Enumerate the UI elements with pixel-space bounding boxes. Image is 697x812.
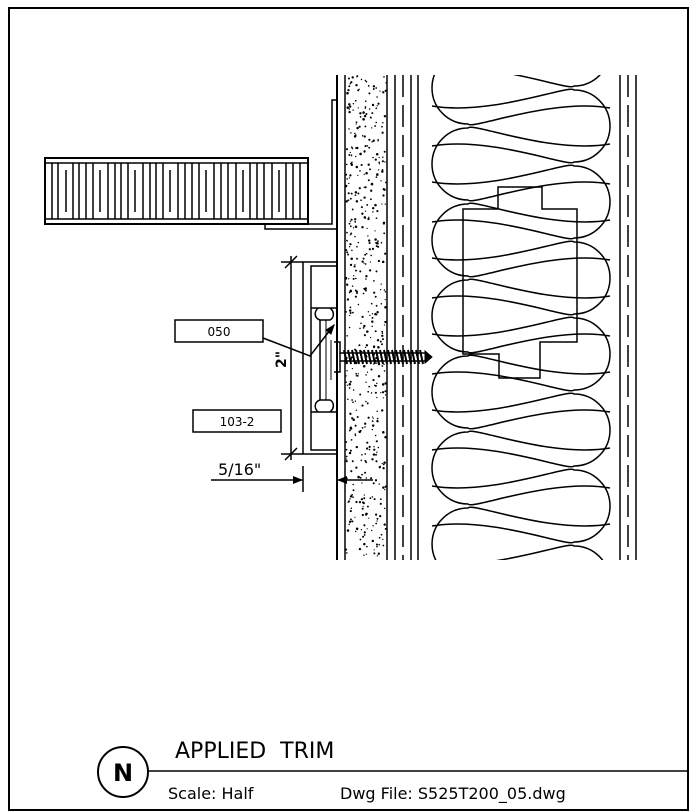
- scale-label: Scale: Half: [168, 784, 254, 803]
- screw-fastener: [334, 341, 433, 373]
- dimension-offset: [211, 466, 373, 492]
- callout-103-2-label: 103-2: [220, 415, 255, 429]
- angle-bracket: [264, 99, 338, 230]
- title-block: N APPLIED TRIM Scale: Half Dwg File: S52…: [97, 739, 688, 804]
- dimension-height: [281, 255, 303, 461]
- callout-103-2: 103-2: [192, 409, 282, 433]
- applied-trim-profile: [302, 261, 338, 455]
- sheet-border: [8, 7, 689, 811]
- batt-insulation: [431, 75, 611, 560]
- detail-letter: N: [113, 759, 133, 787]
- detail-marker-circle: [97, 746, 149, 798]
- detail-title: APPLIED TRIM: [175, 739, 334, 764]
- callout-050: 050: [174, 319, 335, 357]
- dwg-file-label: Dwg File: S525T200_05.dwg: [340, 784, 566, 804]
- gypsum-board: [336, 75, 388, 560]
- stud-lines: [394, 75, 637, 560]
- wood-panel-section: [44, 157, 309, 225]
- dimension-height-label: 2": [274, 351, 290, 368]
- callout-050-label: 050: [208, 325, 231, 339]
- dimension-offset-label: 5/16": [218, 460, 261, 479]
- electrical-box: [462, 186, 578, 379]
